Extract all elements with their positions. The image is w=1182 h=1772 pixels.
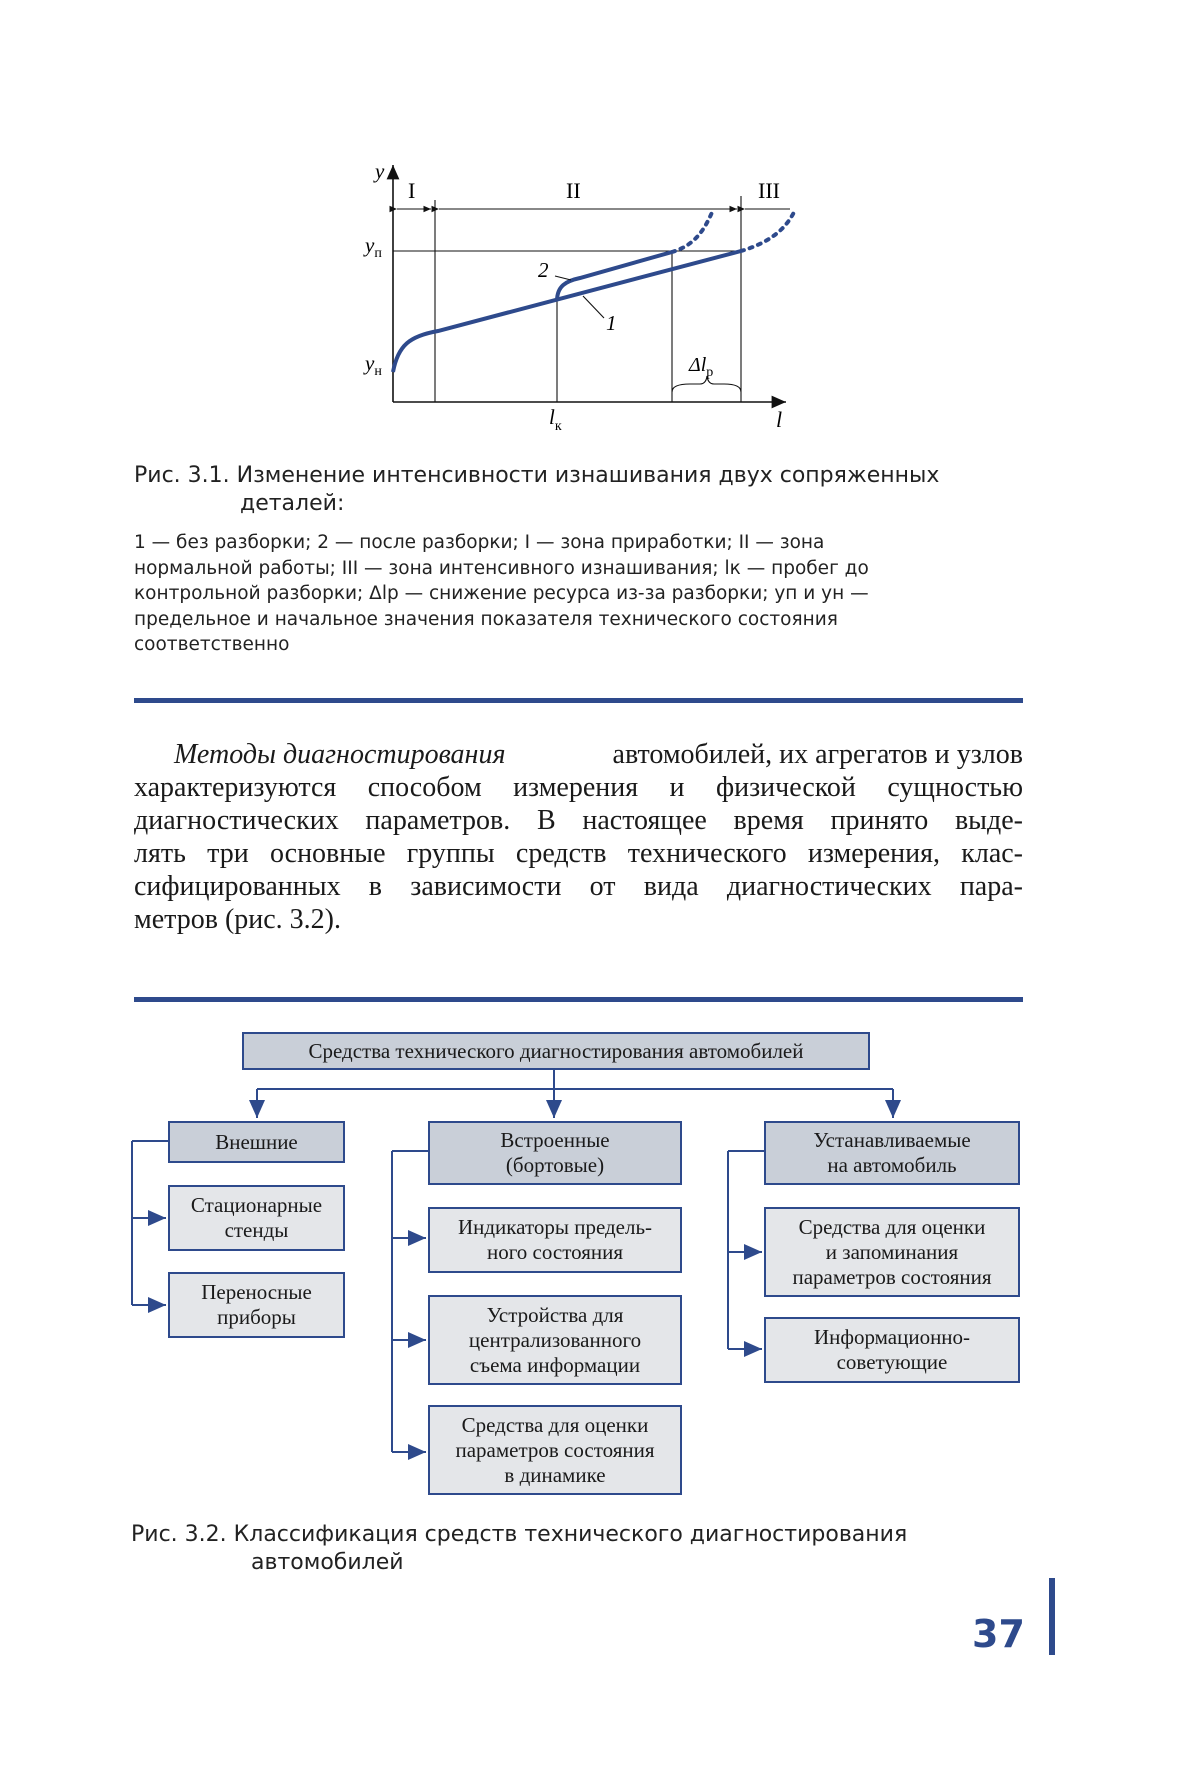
caption-line: деталей: [240,491,345,516]
built-in-box: Встроенные (бортовые) [428,1121,682,1185]
body-line: метров (рис. 3.2). [134,903,1023,936]
body-fragment: метров (рис. 3.2). [134,904,342,935]
page-number-bar [1049,1578,1055,1655]
caption-label: Рис. 3.1. [134,463,230,488]
page-number: 37 [972,1612,1025,1656]
caption-line: Классификация средств технического диагн… [233,1522,908,1547]
curve-2-leader [554,275,572,281]
stationary-stands-box: Стационарные стенды [168,1185,345,1251]
centralized-collection-label: Устройства для централизованного съема и… [468,1302,642,1377]
curve-2 [555,250,673,302]
wear-graph: y I II III yп yн 2 1 Δlр lк l [363,159,797,434]
body-line: сифицированных в зависимости от вида диа… [134,870,1023,903]
figure-3-1-caption-cont: деталей: [240,490,344,518]
caption-label: Рис. 3.2. [131,1522,227,1547]
curve-2-dotted [670,208,715,254]
lk-label: lк [549,405,562,434]
curve-1 [391,249,742,373]
dynamic-evaluation-box: Средства для оценки параметров состояния… [428,1405,682,1495]
curve-1-label: 1 [606,311,617,335]
legend-line: 1 — без разборки; 2 — после разборки; I … [134,532,825,553]
body-line: характеризуются способом измерения и физ… [134,771,1023,804]
figure-3-1-legend: 1 — без разборки; 2 — после разборки; I … [134,530,994,658]
y-axis-label: y [373,159,385,183]
italic-term: Методы диагностирования [174,739,506,770]
zone-III-label: III [758,178,780,203]
separator-rule [134,698,1023,703]
installed-label: Устанавливаемые на автомобиль [813,1128,971,1177]
delta-label: Δlр [688,354,713,380]
external-label: Внешние [215,1129,298,1154]
y-limit-label: yп [363,233,382,261]
figure-3-1-caption: Рис. 3.1. Изменение интенсивности изнаши… [134,462,939,490]
root-label: Средства технического диагностирования а… [308,1038,804,1063]
advisory-box: Информационно- советующие [764,1317,1020,1383]
figure-3-2-caption-cont: автомобилей [251,1549,404,1577]
curve-2-label: 2 [538,258,549,282]
legend-line: соответственно [134,634,290,655]
caption-line: Изменение интенсивности изнашивания двух… [236,463,940,488]
body-fragment: лять три основные группы средств техниче… [134,838,1023,869]
legend-line: нормальной работы; III — зона интенсивно… [134,557,869,579]
limit-indicators-label: Индикаторы предель- ного состояния [457,1215,653,1264]
body-line: лять три основные группы средств техниче… [134,837,1023,870]
legend-line: предельное и начальное значения показате… [134,608,838,630]
dynamic-evaluation-label: Средства для оценки параметров состояния… [455,1412,655,1487]
separator-rule [134,997,1023,1002]
zone-I-label: I [408,178,415,203]
body-fragment: характеризуются способом измерения и физ… [134,772,1023,803]
limit-indicators-box: Индикаторы предель- ного состояния [428,1207,682,1273]
centralized-collection-box: Устройства для централизованного съема и… [428,1295,682,1385]
body-fragment: диагностических параметров. В настоящее … [134,805,1023,836]
advisory-label: Информационно- советующие [813,1325,971,1374]
body-paragraph: Методы диагностирования автомобилей, их … [134,738,1023,936]
root-box: Средства технического диагностирования а… [242,1032,870,1070]
evaluation-memory-box: Средства для оценки и запоминания параме… [764,1207,1020,1297]
body-fragment: сифицированных в зависимости от вида диа… [134,871,1023,902]
built-in-label: Встроенные (бортовые) [500,1128,610,1177]
installed-box: Устанавливаемые на автомобиль [764,1121,1020,1185]
stationary-stands-label: Стационарные стенды [190,1193,323,1242]
caption-line: автомобилей [251,1550,404,1575]
portable-devices-box: Переносные приборы [168,1272,345,1338]
legend-line: контрольной разборки; Δlр — снижение рес… [134,583,869,604]
curve-1-leader [582,295,605,319]
zone-II-label: II [566,178,581,203]
external-box: Внешние [168,1121,345,1163]
delta-brace [671,375,742,393]
x-axis-label: l [776,407,782,432]
y-initial-label: yн [363,351,382,379]
figure-3-2-caption: Рис. 3.2. Классификация средств техничес… [131,1521,907,1549]
portable-devices-label: Переносные приборы [201,1280,312,1329]
curve-1-dotted [739,208,797,253]
body-fragment: автомобилей, их агрегатов и узлов [612,739,1023,770]
body-line: диагностических параметров. В настоящее … [134,804,1023,837]
body-line: Методы диагностирования автомобилей, их … [134,738,1023,771]
evaluation-memory-label: Средства для оценки и запоминания параме… [792,1214,992,1289]
